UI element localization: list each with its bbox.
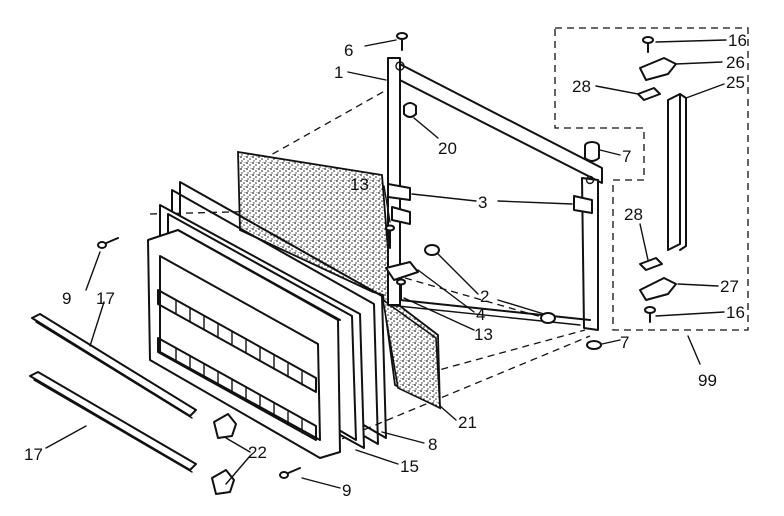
callout-28-upper: 28: [572, 77, 591, 96]
callout-3: 3: [478, 193, 487, 212]
callout-21: 21: [458, 413, 477, 432]
insulation-lower-panel: [381, 298, 441, 410]
callout-20: 20: [438, 139, 457, 158]
frame-top-hole: [395, 61, 405, 71]
cap-7-bottom: [586, 340, 602, 350]
callout-17-lower: 17: [24, 445, 43, 464]
callout-22: 22: [248, 443, 267, 462]
bracket-4: [385, 261, 419, 281]
plug-20: [403, 102, 417, 118]
callout-8: 8: [428, 435, 437, 454]
callout-4: 4: [476, 305, 485, 324]
spacer-28-bottom: [639, 257, 663, 271]
end-cap-22-lower: [211, 469, 235, 495]
hinge-plates: [387, 183, 593, 225]
screw-6: [396, 32, 408, 51]
callout-9-left: 9: [62, 289, 71, 308]
door-handle-25: [667, 93, 687, 251]
callout-9-bottom: 9: [342, 481, 351, 500]
end-cap-22-upper: [213, 413, 237, 439]
screw-9-bottom: [279, 467, 301, 479]
callout-16-upper: 16: [728, 31, 747, 50]
callout-labels: 6 1 20 13 3 2 4 13 9 17 17 22 15 8 21 9 …: [24, 31, 747, 500]
callout-15: 15: [400, 457, 419, 476]
spacer-2a: [424, 244, 440, 256]
callout-17-upper: 17: [96, 289, 115, 308]
screw-13b: [396, 278, 406, 301]
callout-26: 26: [726, 53, 745, 72]
screw-9-left: [97, 237, 119, 249]
shelf-bar-17-upper: [31, 313, 197, 419]
callout-13-lower: 13: [474, 325, 493, 344]
handle-bracket-27: [639, 277, 677, 301]
shelf-bar-17-lower: [29, 371, 197, 473]
callout-28-lower: 28: [624, 205, 643, 224]
callout-1: 1: [334, 63, 343, 82]
leader-lines: [45, 39, 727, 489]
kit-99-boundary: [554, 27, 749, 331]
callout-27: 27: [720, 277, 739, 296]
callout-2: 2: [480, 287, 489, 306]
callout-13-upper: 13: [350, 175, 369, 194]
handle-bracket-26: [639, 57, 677, 81]
door-frame: [387, 57, 603, 331]
callout-7-lower: 7: [620, 333, 629, 352]
screw-13a: [385, 224, 395, 249]
callout-16-lower: 16: [726, 303, 745, 322]
callout-99: 99: [698, 371, 717, 390]
screw-16-top: [642, 36, 654, 53]
spacer-28-top: [637, 87, 661, 101]
spacer-2b: [540, 312, 556, 324]
door-liner: [147, 229, 341, 459]
screw-16-bottom: [644, 306, 656, 323]
callout-25: 25: [726, 73, 745, 92]
callout-7-upper: 7: [622, 147, 631, 166]
callout-6: 6: [344, 41, 353, 60]
cap-7-top: [584, 141, 600, 162]
